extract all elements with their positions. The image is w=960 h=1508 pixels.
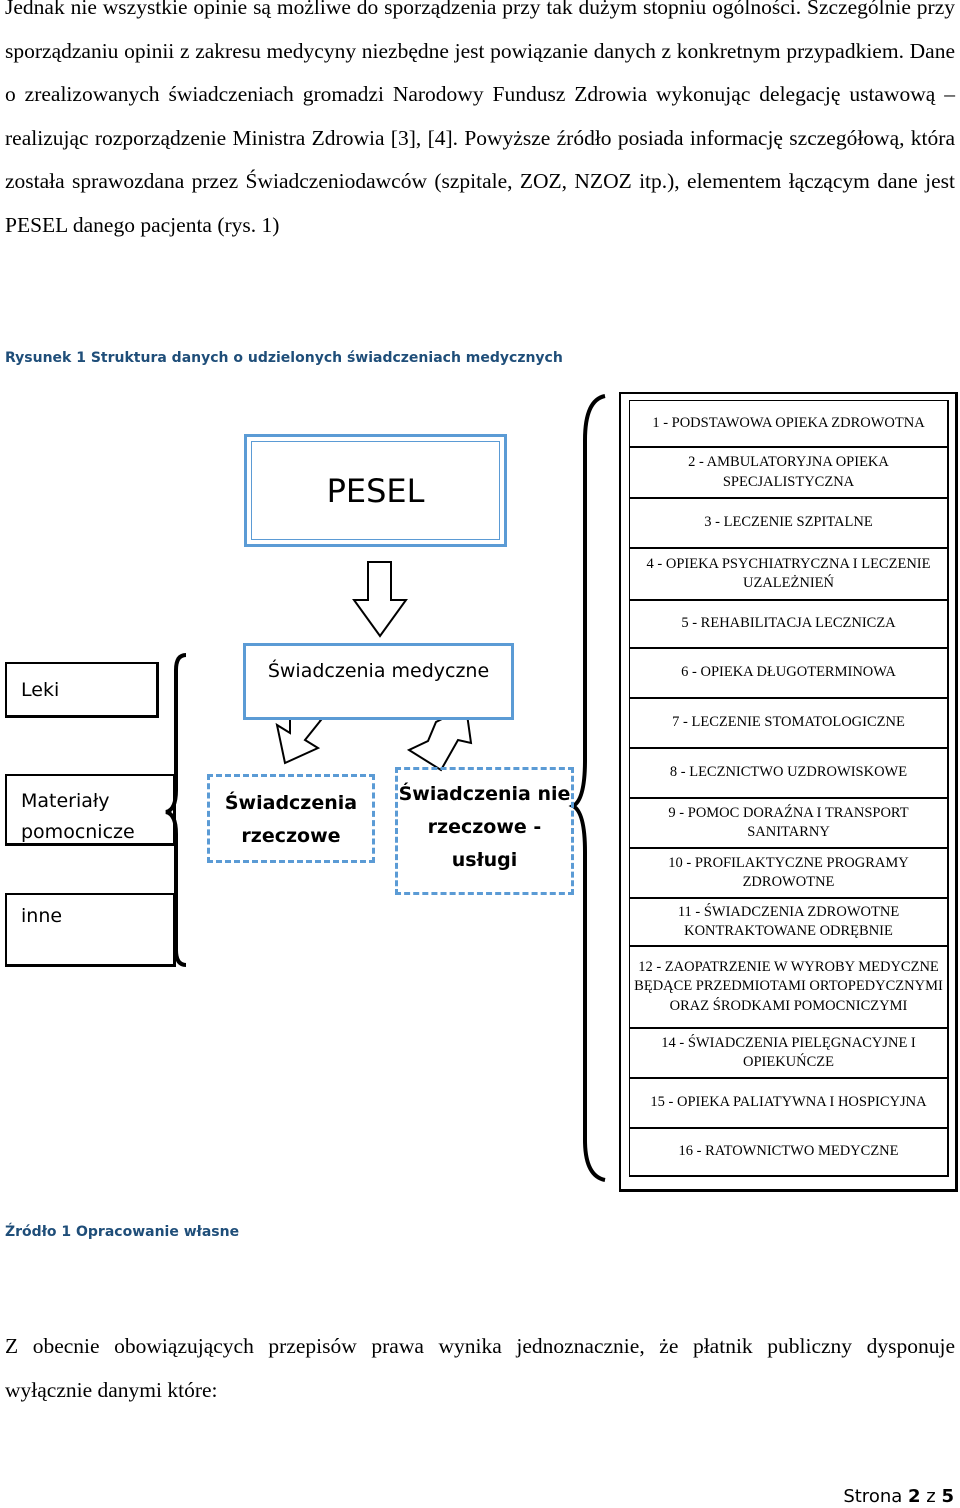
down-arrow-icon bbox=[352, 561, 408, 638]
figure-caption: Rysunek 1 Struktura danych o udzielonych… bbox=[5, 350, 563, 366]
category-item: 15 - OPIEKA PALIATYWNA I HOSPICYJNA bbox=[629, 1079, 949, 1129]
side-box-drugs: Leki bbox=[5, 662, 159, 718]
categories-frame bbox=[619, 392, 958, 1192]
category-item: 1 - PODSTAWOWA OPIEKA ZDROWOTNA bbox=[629, 400, 949, 448]
category-item: 5 - REHABILITACJA LECZNICZA bbox=[629, 601, 949, 649]
category-item: 3 - LECZENIE SZPITALNE bbox=[629, 499, 949, 549]
category-item: 8 - LECZNICTWO UZDROWISKOWE bbox=[629, 749, 949, 799]
category-item: 4 - OPIEKA PSYCHIATRYCZNA I LECZENIE UZA… bbox=[629, 549, 949, 601]
category-item: 11 - ŚWIADCZENIA ZDROWOTNE KONTRAKTOWANE… bbox=[629, 899, 949, 947]
category-item: 7 - LECZENIE STOMATOLOGICZNE bbox=[629, 699, 949, 749]
total-pages: 5 bbox=[941, 1486, 954, 1507]
figure-source: Źródło 1 Opracowanie własne bbox=[5, 1224, 240, 1240]
medical-services-box: Świadczenia medyczne bbox=[243, 643, 514, 720]
side-box-other: inne bbox=[5, 893, 176, 967]
category-item: 10 - PROFILAKTYCZNE PROGRAMY ZDROWOTNE bbox=[629, 849, 949, 899]
pesel-box: PESEL bbox=[244, 434, 507, 547]
category-item: 12 - ZAOPATRZENIE W WYROBY MEDYCZNE BĘDĄ… bbox=[629, 947, 949, 1029]
material-services-box: Świadczenia rzeczowe bbox=[207, 774, 375, 863]
page-footer: Strona 2 z 5 bbox=[843, 1486, 954, 1507]
category-item: 9 - POMOC DORAŹNA I TRANSPORT SANITARNY bbox=[629, 799, 949, 849]
side-box-materials: Materiały pomocnicze bbox=[5, 774, 176, 846]
right-brace bbox=[568, 394, 606, 1182]
conclusion-paragraph: Z obecnie obowiązujących przepisów prawa… bbox=[5, 1334, 955, 1402]
non-material-services-box: Świadczenia nie rzeczowe - usługi bbox=[395, 767, 574, 895]
category-item: 6 - OPIEKA DŁUGOTERMINOWA bbox=[629, 649, 949, 699]
intro-paragraph: Jednak nie wszystkie opinie są możliwe d… bbox=[5, 0, 955, 237]
page-number: 2 bbox=[908, 1486, 921, 1507]
category-item: 16 - RATOWNICTWO MEDYCZNE bbox=[629, 1129, 949, 1177]
page-label: Strona bbox=[843, 1486, 903, 1507]
category-item: 2 - AMBULATORYJNA OPIEKA SPECJALISTYCZNA bbox=[629, 448, 949, 499]
pesel-label: PESEL bbox=[326, 471, 425, 510]
of-label: z bbox=[926, 1486, 936, 1507]
category-item: 14 - ŚWIADCZENIA PIELĘGNACYJNE I OPIEKUŃ… bbox=[629, 1029, 949, 1079]
